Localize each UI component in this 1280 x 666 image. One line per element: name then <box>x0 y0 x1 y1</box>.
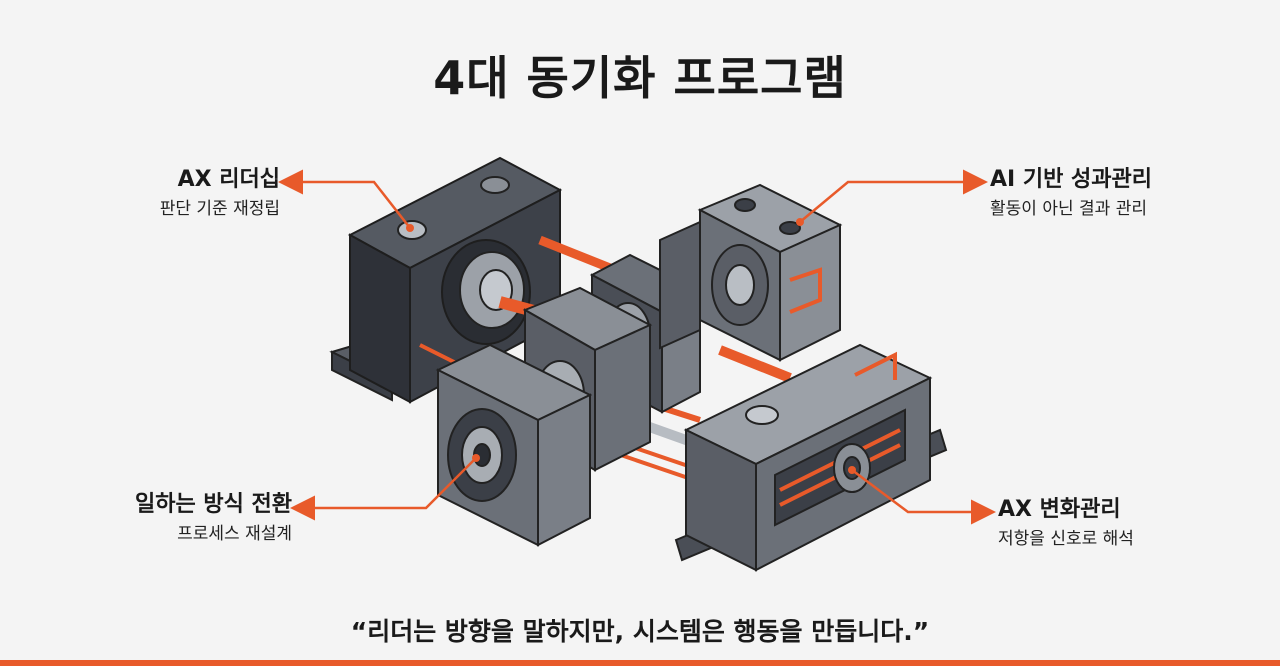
block-bottom-left <box>435 343 593 547</box>
block-top-right <box>659 183 843 362</box>
callout-sub: 활동이 아닌 결과 관리 <box>990 199 1147 219</box>
bottom-accent-line <box>0 660 1280 666</box>
page-title: 4대 동기화 프로그램 <box>433 51 847 105</box>
callout-top-left: AX 리더십 판단 기준 재정립 <box>60 165 280 223</box>
callout-sub: 판단 기준 재정립 <box>159 199 280 219</box>
block-bottom-right <box>683 343 933 572</box>
callout-heading: AI 기반 성과관리 <box>990 167 1152 192</box>
block-middle <box>522 286 653 472</box>
quote-text: “리더는 방향을 말하지만, 시스템은 행동을 만듭니다.” <box>350 617 930 646</box>
callout-sub: 저항을 신호로 해석 <box>998 529 1134 549</box>
callout-heading: 일하는 방식 전환 <box>135 492 292 517</box>
callout-sub: 프로세스 재설계 <box>177 524 292 544</box>
callout-arrows <box>278 169 996 525</box>
callout-heading: AX 리더십 <box>177 167 280 192</box>
callout-top-right: AI 기반 성과관리 활동이 아닌 결과 관리 <box>990 165 1250 223</box>
callout-heading: AX 변화관리 <box>998 497 1121 522</box>
callout-bottom-right: AX 변화관리 저항을 신호로 해석 <box>998 495 1248 553</box>
callout-bottom-left: 일하는 방식 전환 프로세스 재설계 <box>40 490 292 548</box>
